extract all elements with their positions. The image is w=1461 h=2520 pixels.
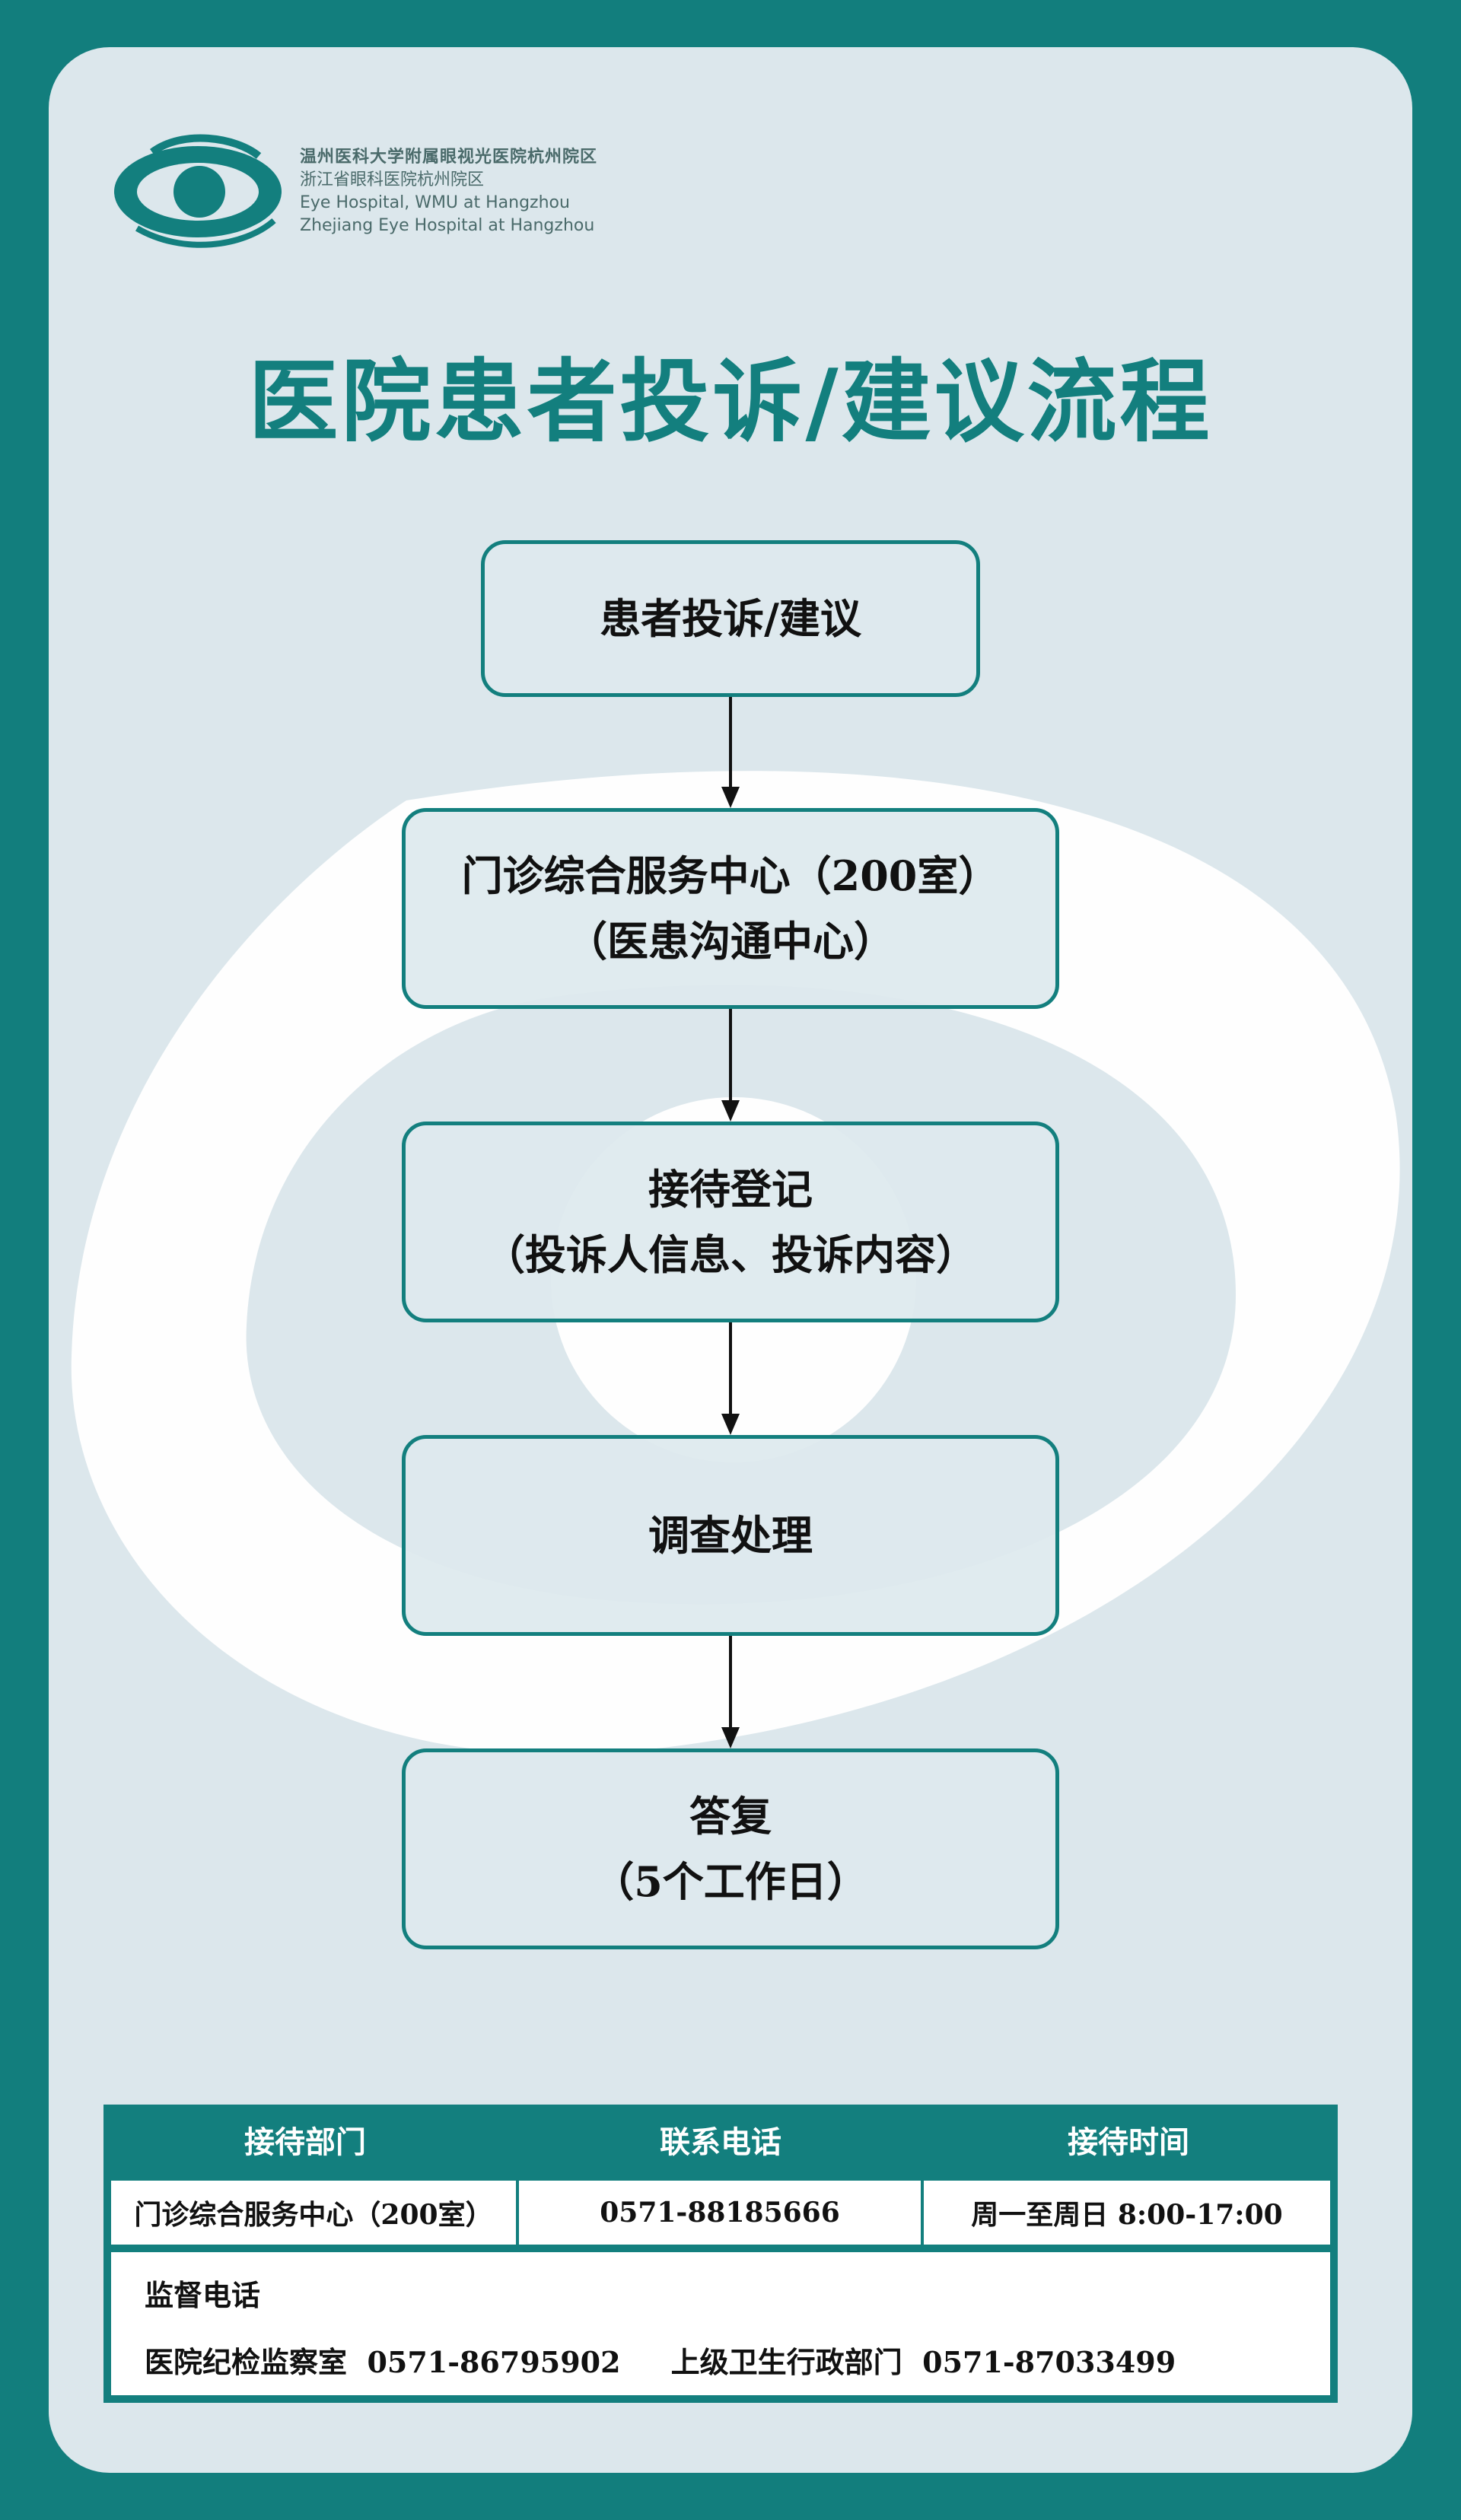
flow-step-subtext: （5个工作日）	[593, 1857, 868, 1906]
hospital-logo	[114, 134, 282, 248]
hospital-name: 温州医科大学附属眼视光医院杭州院区 浙江省眼科医院杭州院区 Eye Hospit…	[300, 146, 597, 237]
flow-step-text: 患者投诉/建议	[600, 594, 861, 643]
flow-arrow	[721, 1322, 740, 1435]
hospital-name-cn-2: 浙江省眼科医院杭州院区	[300, 170, 485, 189]
table-header: 接待部门 联系电话 接待时间	[103, 2105, 1338, 2181]
flow-step-complaint: 患者投诉/建议	[481, 540, 980, 697]
flow-step-investigation: 调查处理	[402, 1435, 1059, 1636]
supervision-label: 监督电话	[145, 2278, 261, 2312]
flow-step-subtext: （医患沟通中心）	[566, 917, 895, 966]
flow-step-reply: 答复 （5个工作日）	[402, 1748, 1059, 1949]
header-phone: 联系电话	[660, 2124, 781, 2160]
flow-arrow	[721, 697, 740, 808]
cell-department: 门诊综合服务中心（200室）	[111, 2181, 516, 2245]
flow-step-registration: 接待登记 （投诉人信息、投诉内容）	[402, 1122, 1059, 1322]
flow-arrow	[721, 1636, 740, 1748]
supervision-phones: 医院纪检监察室 0571-86795902 上级卫生行政部门 0571-8703…	[145, 2345, 1176, 2379]
hospital-name-en-2: Zhejiang Eye Hospital at Hangzhou	[300, 216, 595, 235]
header-department: 接待部门	[244, 2124, 366, 2160]
flow-step-text: 门诊综合服务中心（200室）	[461, 851, 1000, 900]
page-title: 医院患者投诉/建议流程	[248, 349, 1213, 454]
supervision-section: 监督电话 医院纪检监察室 0571-86795902 上级卫生行政部门 0571…	[111, 2252, 1330, 2395]
flow-arrow	[721, 1009, 740, 1122]
hospital-name-cn-1: 温州医科大学附属眼视光医院杭州院区	[300, 148, 598, 167]
flow-step-text: 接待登记	[648, 1165, 813, 1214]
header-hours: 接待时间	[1068, 2124, 1189, 2160]
cell-phone: 0571-88185666	[519, 2181, 921, 2245]
flow-step-subtext: （投诉人信息、投诉内容）	[484, 1230, 977, 1279]
flow-step-service-center: 门诊综合服务中心（200室） （医患沟通中心）	[402, 808, 1059, 1009]
flow-step-text: 答复	[689, 1792, 772, 1841]
hospital-name-en-1: Eye Hospital, WMU at Hangzhou	[300, 193, 570, 212]
cell-hours: 周一至周日 8:00-17:00	[924, 2181, 1330, 2245]
poster-panel: 温州医科大学附属眼视光医院杭州院区 浙江省眼科医院杭州院区 Eye Hospit…	[49, 47, 1412, 2473]
flow-step-text: 调查处理	[648, 1511, 813, 1560]
contact-table: 接待部门 联系电话 接待时间 门诊综合服务中心（200室） 0571-88185…	[103, 2105, 1338, 2403]
